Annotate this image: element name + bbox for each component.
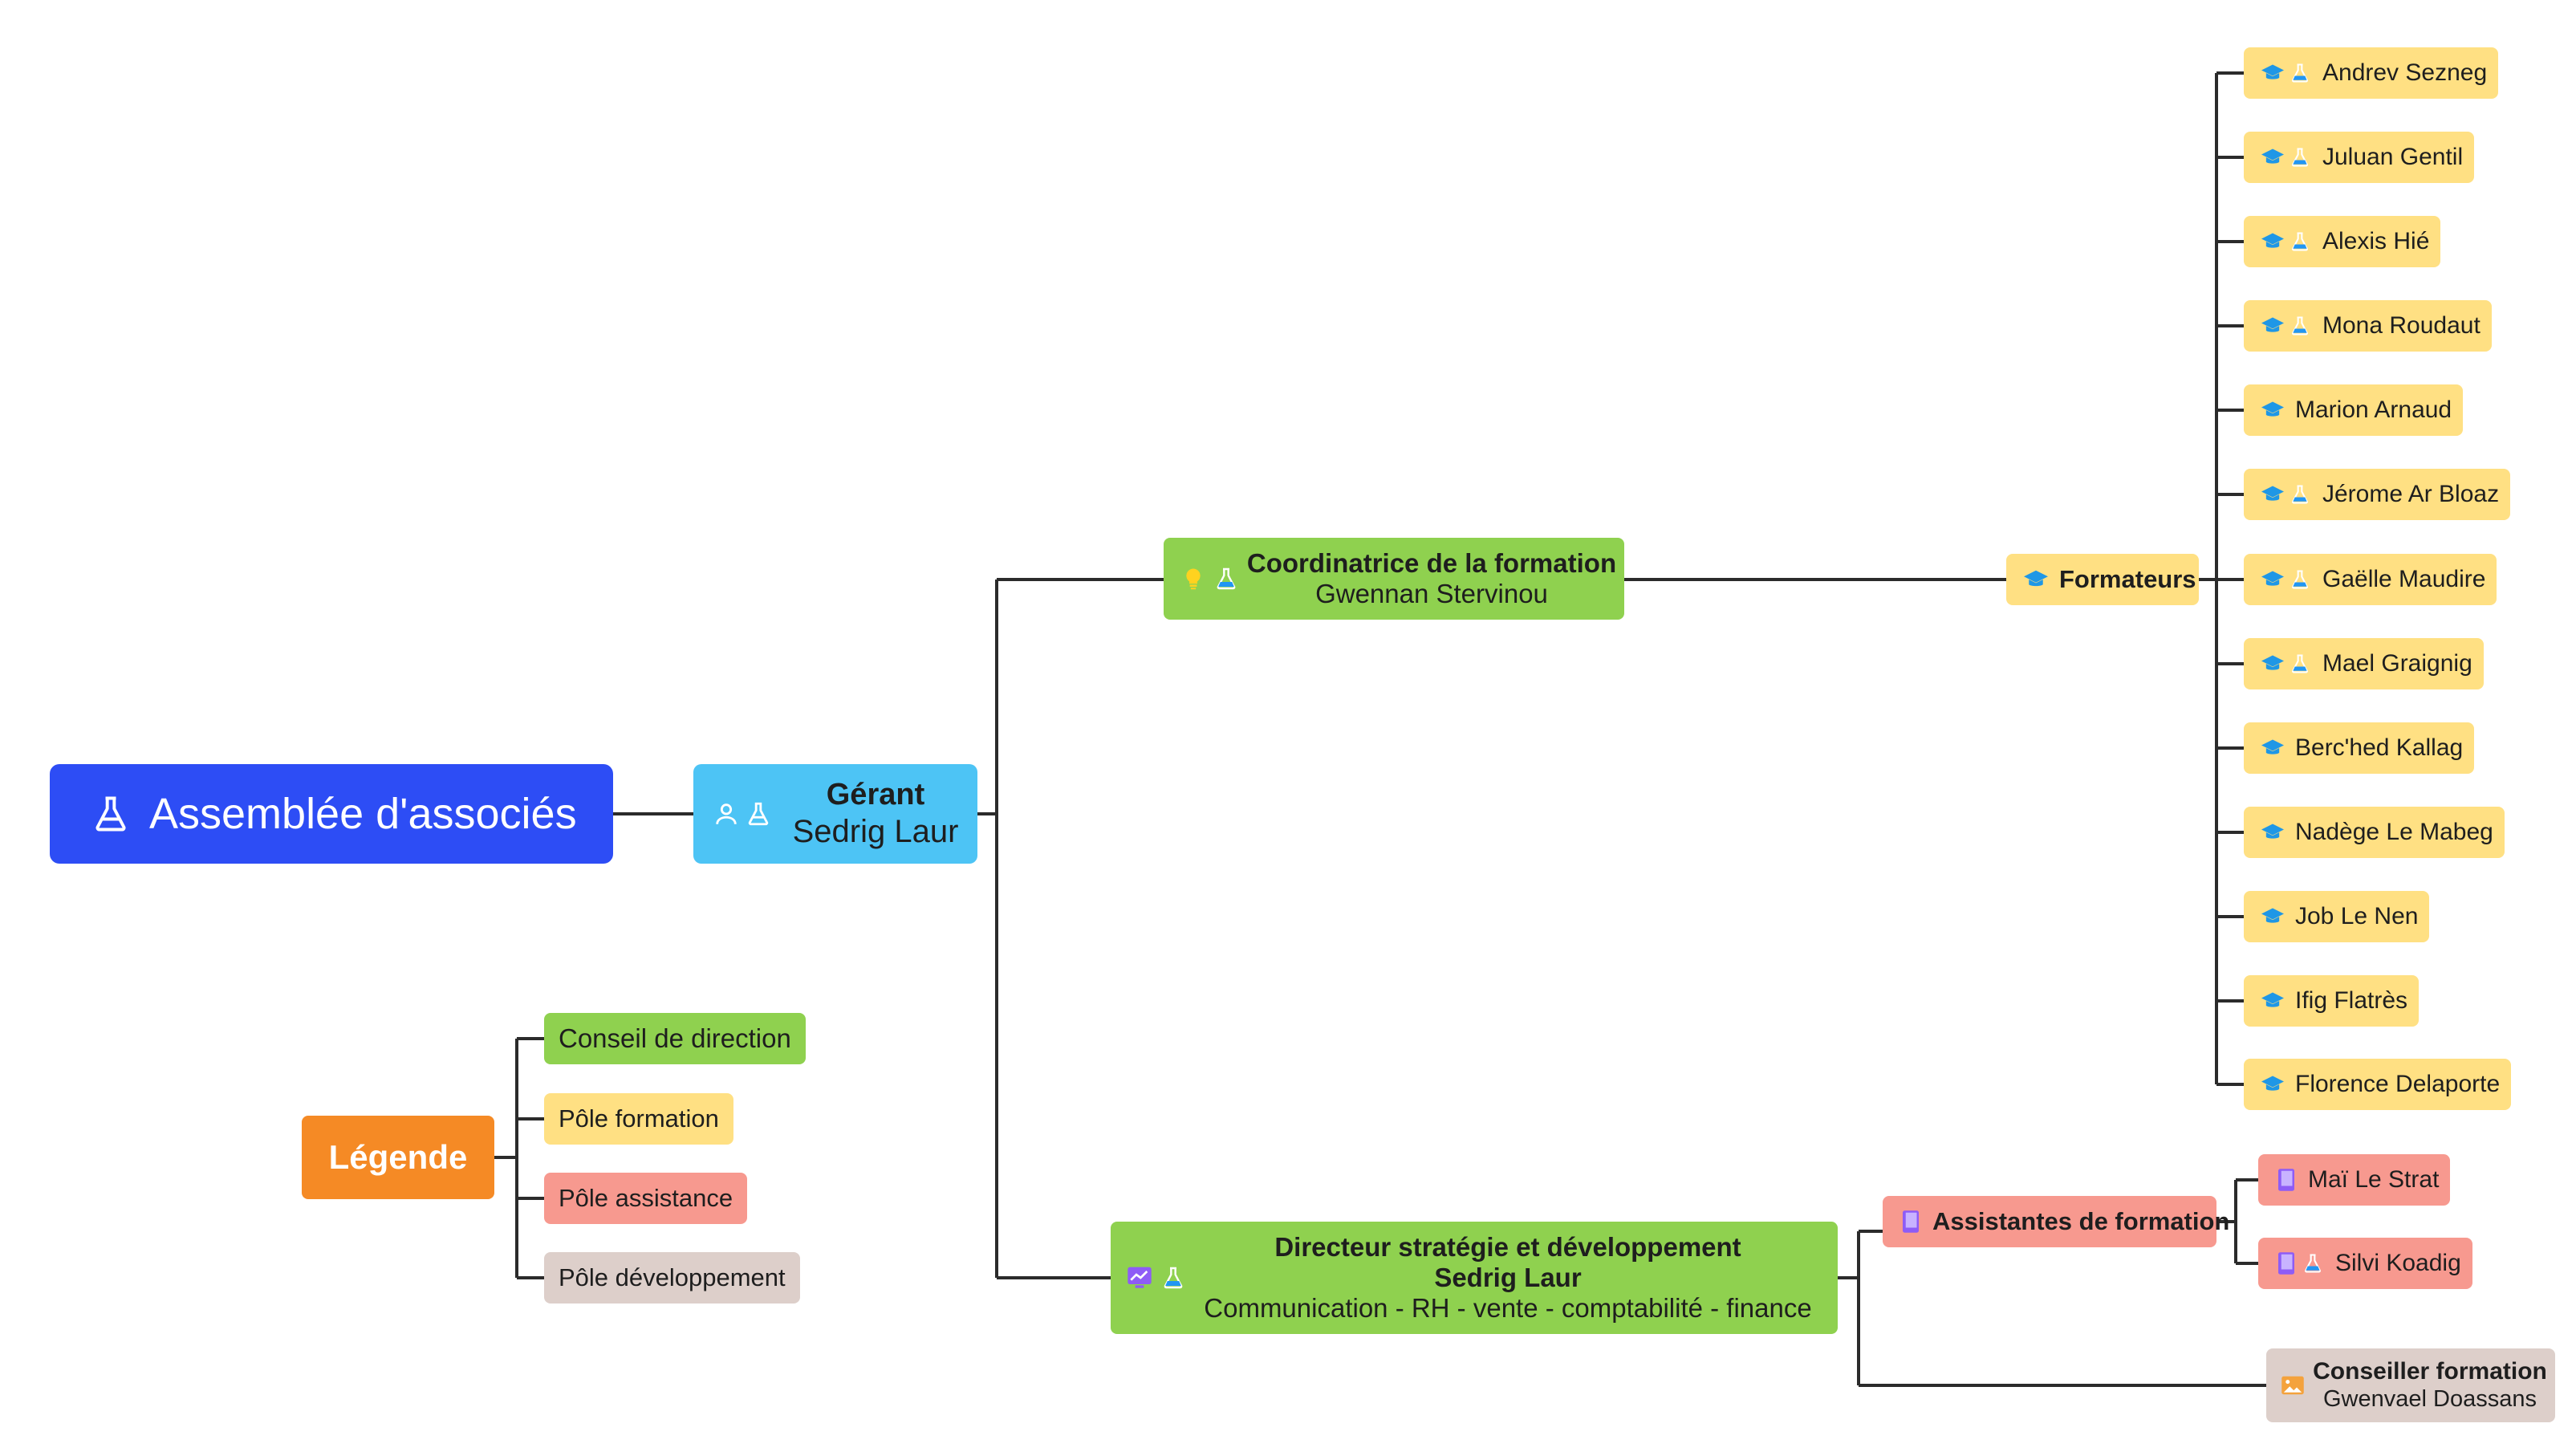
formateur-name: Jérome Ar Bloaz: [2322, 480, 2500, 507]
legende-item-label: Pôle développement: [559, 1263, 786, 1291]
graduation-cap-icon: [2261, 824, 2284, 839]
formateur-name: Mona Roudaut: [2322, 311, 2481, 339]
formateur-name: Mael Graignig: [2322, 649, 2472, 677]
legende-item-formation[interactable]: Pôle formation: [544, 1093, 733, 1145]
formateur-item[interactable]: Jérome Ar Bloaz: [2244, 469, 2511, 520]
formateurs-label: Formateurs: [2059, 565, 2196, 593]
assistante-item[interactable]: Maï Le Strat: [2258, 1154, 2451, 1206]
formateur-item[interactable]: Juluan Gentil: [2244, 132, 2475, 183]
graduation-cap-icon: [2261, 486, 2284, 501]
formateur-item[interactable]: Berc'hed Kallag: [2244, 722, 2475, 774]
formateur-item[interactable]: Nadège Le Mabeg: [2244, 807, 2505, 858]
formateur-item[interactable]: Job Le Nen: [2244, 891, 2430, 942]
flask-icon: [2292, 316, 2308, 336]
flask-icon: [2292, 570, 2308, 589]
formateur-item[interactable]: Mona Roudaut: [2244, 300, 2492, 352]
flask-icon: [2292, 654, 2308, 673]
formateur-name: Nadège Le Mabeg: [2295, 818, 2493, 845]
graduation-cap-icon: [2261, 64, 2284, 79]
directeur-title: Directeur stratégie et développement: [1274, 1232, 1741, 1263]
gerant-node[interactable]: Gérant Sedrig Laur: [693, 764, 977, 864]
assistantes-label: Assistantes de formation: [1932, 1207, 2230, 1235]
formateur-item[interactable]: Florence Delaporte: [2244, 1059, 2512, 1110]
legende-node[interactable]: Légende: [302, 1116, 494, 1199]
assistante-item[interactable]: Silvi Koadig: [2258, 1238, 2472, 1289]
assistantes-node[interactable]: Assistantes de formation: [1883, 1196, 2229, 1247]
flask-icon: [1164, 1267, 1183, 1289]
formateur-name: Gaëlle Maudire: [2322, 565, 2486, 592]
flask-icon: [2292, 485, 2308, 504]
assistante-name: Maï Le Strat: [2308, 1165, 2440, 1193]
root-node-assemblee[interactable]: Assemblée d'associés: [50, 764, 613, 864]
flask-icon: [2292, 63, 2308, 83]
graduation-cap-icon: [2261, 992, 2284, 1007]
graduation-cap-icon: [2261, 401, 2284, 417]
graduation-cap-icon: [2024, 569, 2048, 590]
formateur-item[interactable]: Andrev Sezneg: [2244, 47, 2499, 99]
graduation-cap-icon: [2261, 233, 2284, 248]
legende-item-label: Conseil de direction: [559, 1023, 791, 1053]
formateur-item[interactable]: Marion Arnaud: [2244, 384, 2464, 436]
legende-item-label: Pôle formation: [559, 1104, 719, 1133]
formateur-name: Florence Delaporte: [2295, 1070, 2501, 1097]
formateur-item[interactable]: Gaëlle Maudire: [2244, 554, 2497, 605]
book-icon: [2278, 1169, 2294, 1191]
formateur-name: Andrev Sezneg: [2322, 59, 2488, 86]
monitor-chart-icon: [1128, 1267, 1152, 1288]
conseiller-node[interactable]: Conseiller formation Gwenvael Doassans: [2266, 1348, 2555, 1422]
formateur-name: Berc'hed Kallag: [2295, 734, 2464, 761]
lightbulb-icon: [1186, 568, 1201, 590]
conseiller-name: Gwenvael Doassans: [2323, 1385, 2537, 1412]
flask-icon: [1217, 567, 1236, 590]
coordinatrice-node[interactable]: Coordinatrice de la formation Gwennan St…: [1164, 538, 1624, 620]
coordinatrice-name: Gwennan Stervinou: [1315, 579, 1548, 608]
graduation-cap-icon: [2261, 317, 2284, 332]
formateurs-node[interactable]: Formateurs: [2006, 554, 2199, 605]
graduation-cap-icon: [2261, 148, 2284, 164]
gerant-title: Gérant: [826, 778, 925, 812]
gerant-name: Sedrig Laur: [792, 813, 959, 849]
coordinatrice-title: Coordinatrice de la formation: [1246, 548, 1617, 579]
formateur-item[interactable]: Mael Graignig: [2244, 638, 2484, 689]
legende-item-direction[interactable]: Conseil de direction: [544, 1013, 806, 1064]
legende-item-label: Pôle assistance: [559, 1184, 733, 1212]
flask-icon: [2292, 148, 2308, 167]
formateur-item[interactable]: Alexis Hié: [2244, 216, 2441, 267]
formateur-name: Alexis Hié: [2322, 227, 2430, 254]
graduation-cap-icon: [2261, 571, 2284, 586]
formateur-name: Juluan Gentil: [2322, 143, 2464, 170]
person-icon: [715, 803, 737, 824]
flask-icon: [2292, 232, 2308, 251]
legende-item-assistance[interactable]: Pôle assistance: [544, 1173, 748, 1224]
formateur-name: Ifig Flatrès: [2295, 986, 2408, 1014]
graduation-cap-icon: [2261, 1076, 2284, 1091]
legende-item-developpement[interactable]: Pôle développement: [544, 1252, 800, 1303]
directeur-name: Sedrig Laur: [1434, 1263, 1582, 1293]
flask-icon: [2305, 1254, 2321, 1273]
assistante-name: Silvi Koadig: [2335, 1249, 2461, 1276]
graduation-cap-icon: [2261, 908, 2284, 923]
image-icon: [2281, 1375, 2305, 1396]
graduation-cap-icon: [2261, 655, 2284, 670]
book-icon: [2278, 1252, 2294, 1275]
directeur-node[interactable]: Directeur stratégie et développement Sed…: [1111, 1222, 1838, 1334]
flask-icon: [90, 793, 132, 835]
graduation-cap-icon: [2261, 739, 2284, 754]
conseiller-title: Conseiller formation: [2313, 1358, 2547, 1385]
root-label: Assemblée d'associés: [149, 789, 577, 838]
formateur-item[interactable]: Ifig Flatrès: [2244, 975, 2420, 1027]
book-icon: [1900, 1210, 1921, 1234]
formateur-name: Job Le Nen: [2295, 902, 2419, 929]
directeur-roles: Communication - RH - vente - comptabilit…: [1204, 1292, 1812, 1323]
legende-label: Légende: [328, 1138, 468, 1176]
flask-icon: [748, 802, 768, 826]
formateur-name: Marion Arnaud: [2295, 396, 2452, 423]
